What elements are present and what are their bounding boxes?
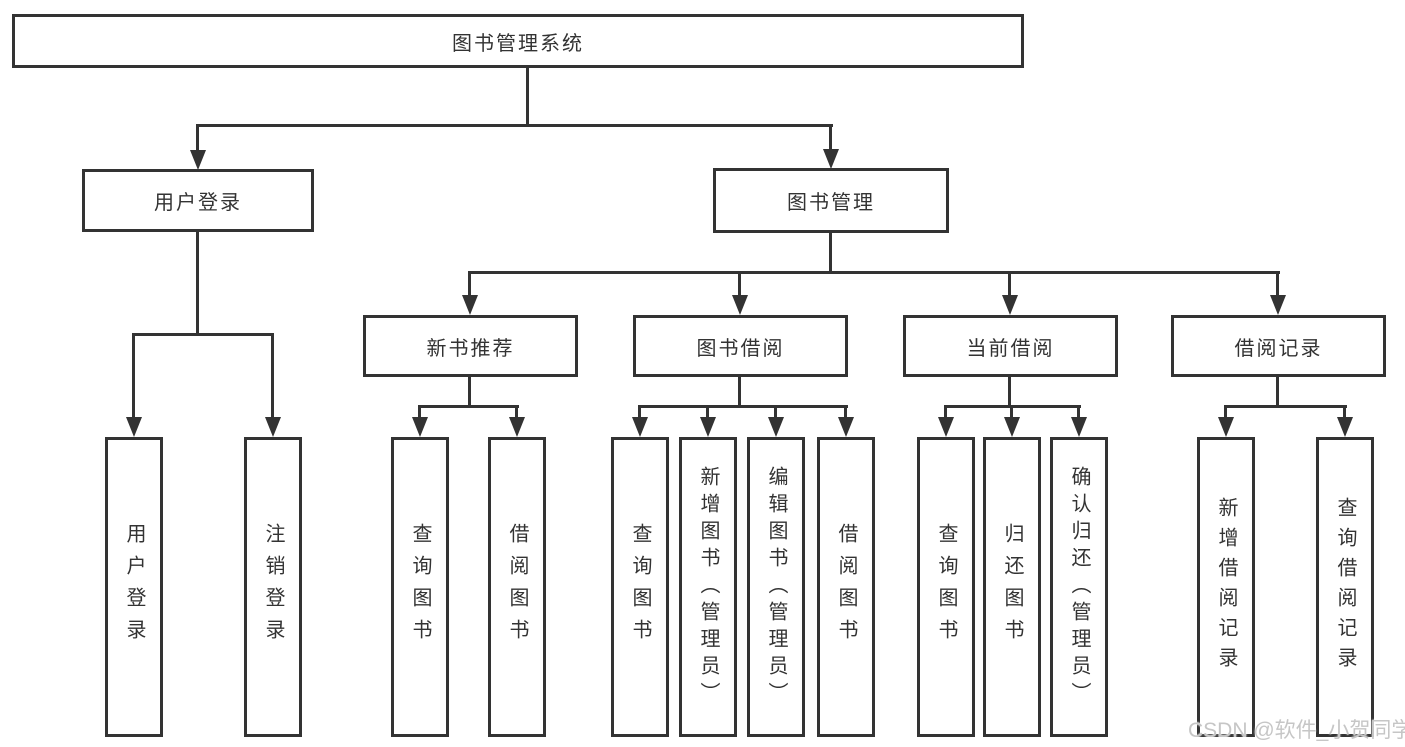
node-book-borrow: 图书借阅 xyxy=(633,315,848,377)
connector-group1-bar xyxy=(419,405,519,408)
connector-user-bar xyxy=(132,333,274,336)
leaf-add-borrow-record: 新增借阅记录 xyxy=(1197,437,1255,737)
leaf-return-books-label: 归还图书 xyxy=(1001,523,1023,651)
node-new-book-recommend: 新书推荐 xyxy=(363,315,578,377)
leaf-recommend-query-books: 查询图书 xyxy=(391,437,449,737)
leaf-borrow-query-books: 查询图书 xyxy=(611,437,669,737)
leaf-confirm-return-admin-label: 确认归还（管理员） xyxy=(1068,465,1090,709)
connector-group3-drop2-line xyxy=(1010,405,1013,419)
connector-user-drop1-line xyxy=(132,333,135,418)
leaf-add-books-admin-label: 新增图书（管理员） xyxy=(697,465,719,709)
leaf-logout: 注销登录 xyxy=(244,437,302,737)
leaf-user-login-label: 用户登录 xyxy=(123,523,145,651)
leaf-borrow-query-books-label: 查询图书 xyxy=(629,523,651,651)
connector-drop-user-line xyxy=(196,124,199,152)
connector-group2-stem xyxy=(738,377,741,407)
leaf-add-borrow-record-label: 新增借阅记录 xyxy=(1215,497,1237,677)
connector-group3-drop1-line xyxy=(944,405,947,419)
connector-drop-group3-line xyxy=(1008,271,1011,297)
connector-group1-stem xyxy=(468,377,471,407)
arrowhead-group4-child2 xyxy=(1337,417,1353,437)
leaf-recommend-query-books-label: 查询图书 xyxy=(409,523,431,651)
leaf-query-borrow-record-label: 查询借阅记录 xyxy=(1334,497,1356,677)
connector-group4-stem xyxy=(1276,377,1279,407)
leaf-query-borrow-record: 查询借阅记录 xyxy=(1316,437,1374,737)
arrowhead-user-login xyxy=(190,150,206,170)
node-book-management-branch-label: 图书管理 xyxy=(787,192,875,214)
arrowhead-group-new-books xyxy=(462,295,478,315)
node-current-borrow: 当前借阅 xyxy=(903,315,1118,377)
node-library-system: 图书管理系统 xyxy=(12,14,1024,68)
connector-drop-book-line xyxy=(829,124,832,151)
node-book-borrow-label: 图书借阅 xyxy=(696,337,785,360)
node-borrow-records-label: 借阅记录 xyxy=(1234,337,1323,360)
node-user-login-branch: 用户登录 xyxy=(82,169,314,232)
leaf-edit-books-admin: 编辑图书（管理员） xyxy=(747,437,805,737)
node-new-book-recommend-label: 新书推荐 xyxy=(426,337,515,360)
connector-level2-bar xyxy=(469,271,1280,274)
arrowhead-group-borrow-records xyxy=(1270,295,1286,315)
connector-root-stem xyxy=(526,68,529,126)
arrowhead-group-current-borrow xyxy=(1002,295,1018,315)
arrowhead-book-management xyxy=(823,149,839,169)
leaf-current-query-books-label: 查询图书 xyxy=(935,523,957,651)
node-user-login-branch-label: 用户登录 xyxy=(154,192,242,214)
connector-group3-stem xyxy=(1008,377,1011,407)
connector-drop-group2-line xyxy=(738,271,741,297)
arrowhead-group2-child1 xyxy=(632,417,648,437)
leaf-user-login: 用户登录 xyxy=(105,437,163,737)
arrowhead-group1-child1 xyxy=(412,417,428,437)
arrowhead-group3-child2 xyxy=(1004,417,1020,437)
connector-group2-bar xyxy=(639,405,848,408)
leaf-recommend-borrow-books: 借阅图书 xyxy=(488,437,546,737)
arrowhead-group4-child1 xyxy=(1218,417,1234,437)
leaf-return-books: 归还图书 xyxy=(983,437,1041,737)
arrowhead-user-child1 xyxy=(126,417,142,437)
connector-group3-bar xyxy=(945,405,1081,408)
node-borrow-records: 借阅记录 xyxy=(1171,315,1386,377)
connector-group1-drop1-line xyxy=(418,405,421,419)
arrowhead-user-child2 xyxy=(265,417,281,437)
connector-group2-drop3-line xyxy=(774,405,777,419)
arrowhead-group2-child4 xyxy=(838,417,854,437)
connector-group4-drop2-line xyxy=(1343,405,1346,419)
arrowhead-group3-child3 xyxy=(1071,417,1087,437)
arrowhead-group2-child3 xyxy=(768,417,784,437)
leaf-current-query-books: 查询图书 xyxy=(917,437,975,737)
arrowhead-group3-child1 xyxy=(938,417,954,437)
connector-book-stem xyxy=(829,233,832,273)
connector-level1-bar xyxy=(197,124,833,127)
leaf-borrow-books: 借阅图书 xyxy=(817,437,875,737)
connector-drop-group4-line xyxy=(1276,271,1279,297)
connector-user-drop2-line xyxy=(271,333,274,418)
connector-drop-group1-line xyxy=(468,271,471,297)
leaf-confirm-return-admin: 确认归还（管理员） xyxy=(1050,437,1108,737)
arrowhead-group-book-borrow xyxy=(732,295,748,315)
connector-group2-drop2-line xyxy=(706,405,709,419)
leaf-edit-books-admin-label: 编辑图书（管理员） xyxy=(765,465,787,709)
connector-group3-drop3-line xyxy=(1077,405,1080,419)
arrowhead-group1-child2 xyxy=(509,417,525,437)
leaf-recommend-borrow-books-label: 借阅图书 xyxy=(506,523,528,651)
leaf-borrow-books-label: 借阅图书 xyxy=(835,523,857,651)
connector-user-stem xyxy=(196,232,199,335)
connector-group2-drop1-line xyxy=(638,405,641,419)
connector-group1-drop2-line xyxy=(515,405,518,419)
connector-group2-drop4-line xyxy=(844,405,847,419)
node-current-borrow-label: 当前借阅 xyxy=(966,337,1055,360)
arrowhead-group2-child2 xyxy=(700,417,716,437)
node-library-system-label: 图书管理系统 xyxy=(452,32,584,55)
connector-group4-bar xyxy=(1225,405,1347,408)
leaf-logout-label: 注销登录 xyxy=(262,523,284,651)
csdn-watermark: CSDN @软件_小贺同学 xyxy=(1188,719,1405,742)
leaf-add-books-admin: 新增图书（管理员） xyxy=(679,437,737,737)
connector-group4-drop1-line xyxy=(1224,405,1227,419)
node-book-management-branch: 图书管理 xyxy=(713,168,949,233)
